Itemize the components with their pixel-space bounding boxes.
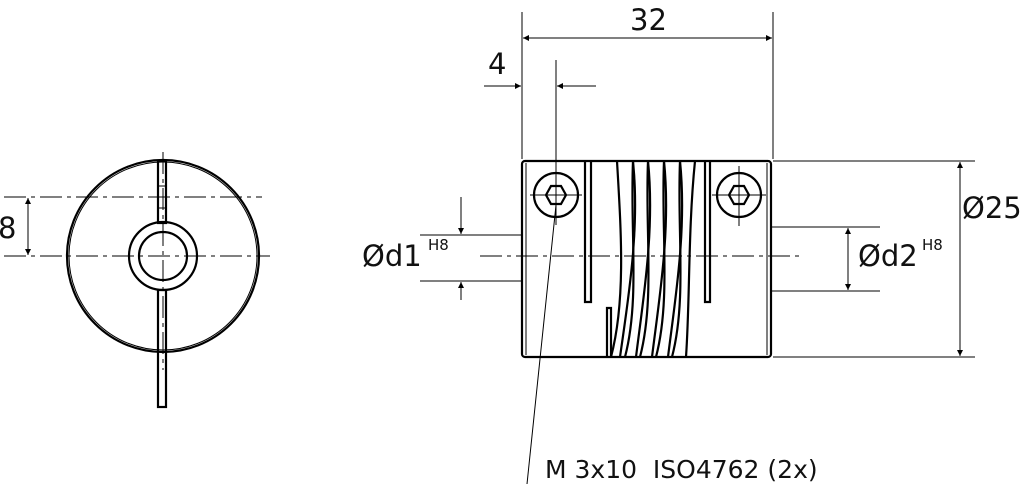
drawing-shape bbox=[650, 160, 668, 358]
dim-d25-label: Ø25 bbox=[962, 191, 1022, 225]
dim-d2-tolerance: H8 bbox=[922, 236, 943, 254]
end-view: 8 bbox=[0, 152, 270, 409]
screw-leader-line bbox=[526, 204, 557, 485]
dim-4-label: 4 bbox=[488, 47, 506, 81]
drawing-shape bbox=[618, 160, 637, 358]
drawing-shape bbox=[654, 160, 666, 358]
drawing-shape bbox=[638, 160, 650, 358]
dim-8-label: 8 bbox=[0, 211, 16, 245]
screw-left bbox=[530, 60, 582, 225]
dim-32-label: 32 bbox=[630, 3, 667, 37]
screw-right bbox=[712, 166, 766, 226]
dimension-32: 32 bbox=[521, 3, 774, 159]
drawing-shape bbox=[634, 160, 652, 358]
slot-top bbox=[156, 159, 168, 225]
drawing-shape bbox=[684, 160, 697, 358]
dim-d2-label: Ød2 bbox=[858, 239, 918, 273]
coupling-body bbox=[520, 159, 773, 359]
slot-bottom bbox=[156, 288, 168, 409]
dimension-d1: Ød1 H8 bbox=[362, 197, 522, 300]
dimension-4: 4 bbox=[484, 47, 596, 89]
dimension-d2: Ød2 H8 bbox=[771, 226, 943, 292]
drawing-shape bbox=[670, 160, 682, 358]
side-view bbox=[480, 60, 800, 359]
slot-bottom-left bbox=[605, 306, 613, 357]
clamp-slot-right bbox=[703, 161, 712, 304]
clamp-slot-left bbox=[583, 161, 593, 304]
drawing-shape bbox=[609, 160, 623, 358]
dimension-d25: Ø25 bbox=[773, 160, 1022, 358]
drawing-shape bbox=[666, 160, 684, 358]
dim-d1-tolerance: H8 bbox=[428, 236, 449, 254]
screw-note: M 3x10 ISO4762 (2x) bbox=[545, 455, 818, 484]
drawing-shape bbox=[623, 160, 635, 358]
dim-d1-label: Ød1 bbox=[362, 239, 422, 273]
helical-coils bbox=[609, 160, 697, 358]
